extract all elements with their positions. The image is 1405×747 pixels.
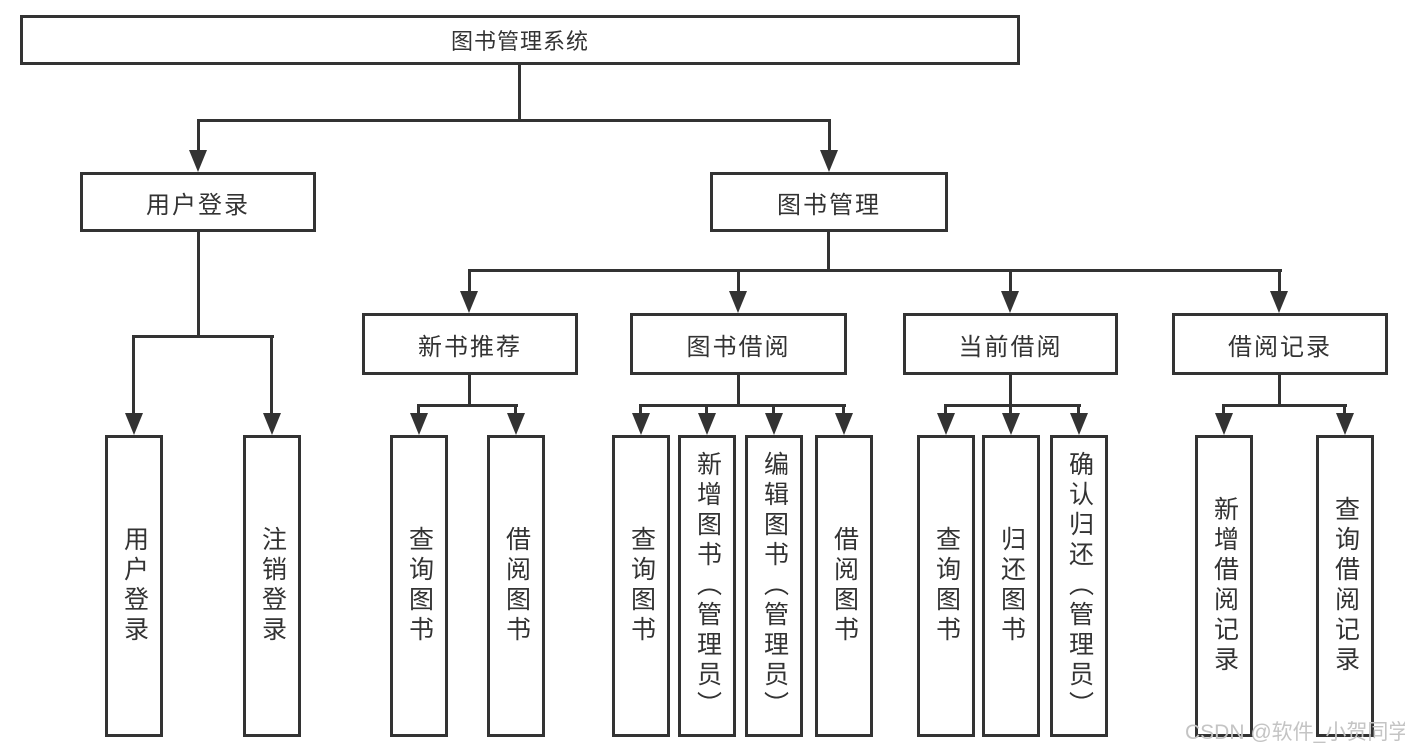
arrow-down-icon (263, 413, 281, 435)
node-borrowing-records: 借阅记录 (1172, 313, 1388, 375)
node-user-login: 用户登录 (80, 172, 316, 232)
node-root: 图书管理系统 (20, 15, 1020, 65)
connector-drop-user-login (197, 119, 200, 150)
node-book-borrowing: 图书借阅 (630, 313, 847, 375)
connector-current-borrowing-branch (944, 404, 1081, 407)
node-new-book-recommend-label: 新书推荐 (418, 333, 522, 361)
node-current-borrowing: 当前借阅 (903, 313, 1118, 375)
node-root-label: 图书管理系统 (450, 29, 589, 54)
node-book-borrowing-label: 图书借阅 (686, 333, 791, 361)
arrow-down-icon (698, 413, 716, 435)
leaf-query-borrow-record-label: 查询借阅记录 (1331, 496, 1360, 676)
connector-book-management-stem (827, 232, 830, 272)
connector-drop (639, 404, 642, 416)
connector-drop (1077, 404, 1080, 416)
connector-new-book-branch (417, 404, 518, 407)
leaf-borrow-books-recommend: 借阅图书 (487, 435, 545, 737)
connector-drop (1009, 404, 1012, 416)
connector-drop-current-borrowing (1009, 269, 1012, 293)
leaf-user-login: 用户登录 (105, 435, 163, 737)
arrow-down-icon (835, 413, 853, 435)
leaf-return-books-label: 归还图书 (997, 526, 1026, 646)
leaf-add-books-admin-label: 新增图书（管理员） (693, 451, 722, 721)
node-book-management-label: 图书管理 (777, 191, 881, 219)
connector-drop (417, 404, 420, 416)
connector-user-login-branch (132, 335, 274, 338)
connector-borrowing-records-branch (1222, 404, 1347, 407)
arrow-down-icon (189, 150, 207, 172)
connector-drop (944, 404, 947, 416)
leaf-query-books-current: 查询图书 (917, 435, 975, 737)
leaf-add-borrow-record-label: 新增借阅记录 (1210, 496, 1239, 676)
connector-new-book-stem (468, 375, 471, 407)
connector-current-borrowing-stem (1009, 375, 1012, 407)
connector-drop-book-management (828, 119, 831, 150)
arrow-down-icon (507, 413, 525, 435)
connector-drop (1222, 404, 1225, 416)
node-book-management: 图书管理 (710, 172, 948, 232)
arrow-down-icon (1215, 413, 1233, 435)
leaf-add-books-admin: 新增图书（管理员） (678, 435, 736, 737)
arrow-down-icon (1070, 413, 1088, 435)
arrow-down-icon (460, 291, 478, 313)
connector-borrowing-records-stem (1278, 375, 1281, 407)
leaf-query-books-borrowing: 查询图书 (612, 435, 670, 737)
arrow-down-icon (729, 291, 747, 313)
leaf-query-books-borrowing-label: 查询图书 (627, 526, 656, 646)
leaf-user-login-label: 用户登录 (120, 526, 149, 646)
connector-drop-leaf-logout (270, 335, 273, 415)
connector-book-borrowing-branch (639, 404, 846, 407)
connector-book-management-branch (468, 269, 1282, 272)
connector-drop (772, 404, 775, 416)
leaf-query-books-recommend-label: 查询图书 (405, 526, 434, 646)
connector-book-borrowing-stem (737, 375, 740, 407)
leaf-query-books-recommend: 查询图书 (390, 435, 448, 737)
arrow-down-icon (410, 413, 428, 435)
leaf-return-books: 归还图书 (982, 435, 1040, 737)
connector-drop-book-borrowing (737, 269, 740, 293)
connector-root-stem (518, 65, 521, 122)
connector-drop (514, 404, 517, 416)
leaf-edit-books-admin: 编辑图书（管理员） (745, 435, 803, 737)
leaf-query-books-current-label: 查询图书 (932, 526, 961, 646)
arrow-down-icon (765, 413, 783, 435)
leaf-borrow-books-borrowing-label: 借阅图书 (830, 526, 859, 646)
leaf-confirm-return-admin: 确认归还（管理员） (1050, 435, 1108, 737)
arrow-down-icon (632, 413, 650, 435)
leaf-borrow-books-recommend-label: 借阅图书 (502, 526, 531, 646)
node-new-book-recommend: 新书推荐 (362, 313, 578, 375)
connector-drop-leaf-user-login (132, 335, 135, 415)
connector-drop-new-book-recommend (468, 269, 471, 293)
arrow-down-icon (1001, 291, 1019, 313)
connector-drop (1343, 404, 1346, 416)
leaf-logout: 注销登录 (243, 435, 301, 737)
connector-drop-borrowing-records (1278, 269, 1281, 293)
leaf-add-borrow-record: 新增借阅记录 (1195, 435, 1253, 737)
arrow-down-icon (820, 150, 838, 172)
node-current-borrowing-label: 当前借阅 (958, 333, 1063, 361)
arrow-down-icon (937, 413, 955, 435)
leaf-confirm-return-admin-label: 确认归还（管理员） (1065, 451, 1094, 721)
node-user-login-label: 用户登录 (146, 191, 250, 219)
connector-drop (705, 404, 708, 416)
connector-user-login-stem (197, 232, 200, 338)
arrow-down-icon (1002, 413, 1020, 435)
leaf-edit-books-admin-label: 编辑图书（管理员） (760, 451, 789, 721)
leaf-logout-label: 注销登录 (258, 526, 287, 646)
leaf-query-borrow-record: 查询借阅记录 (1316, 435, 1374, 737)
arrow-down-icon (1270, 291, 1288, 313)
connector-root-branch (197, 119, 831, 122)
leaf-borrow-books-borrowing: 借阅图书 (815, 435, 873, 737)
connector-drop (842, 404, 845, 416)
node-borrowing-records-label: 借阅记录 (1228, 333, 1332, 361)
arrow-down-icon (1336, 413, 1354, 435)
csdn-watermark: CSDN @软件_小贺同学 (1185, 721, 1405, 744)
arrow-down-icon (125, 413, 143, 435)
